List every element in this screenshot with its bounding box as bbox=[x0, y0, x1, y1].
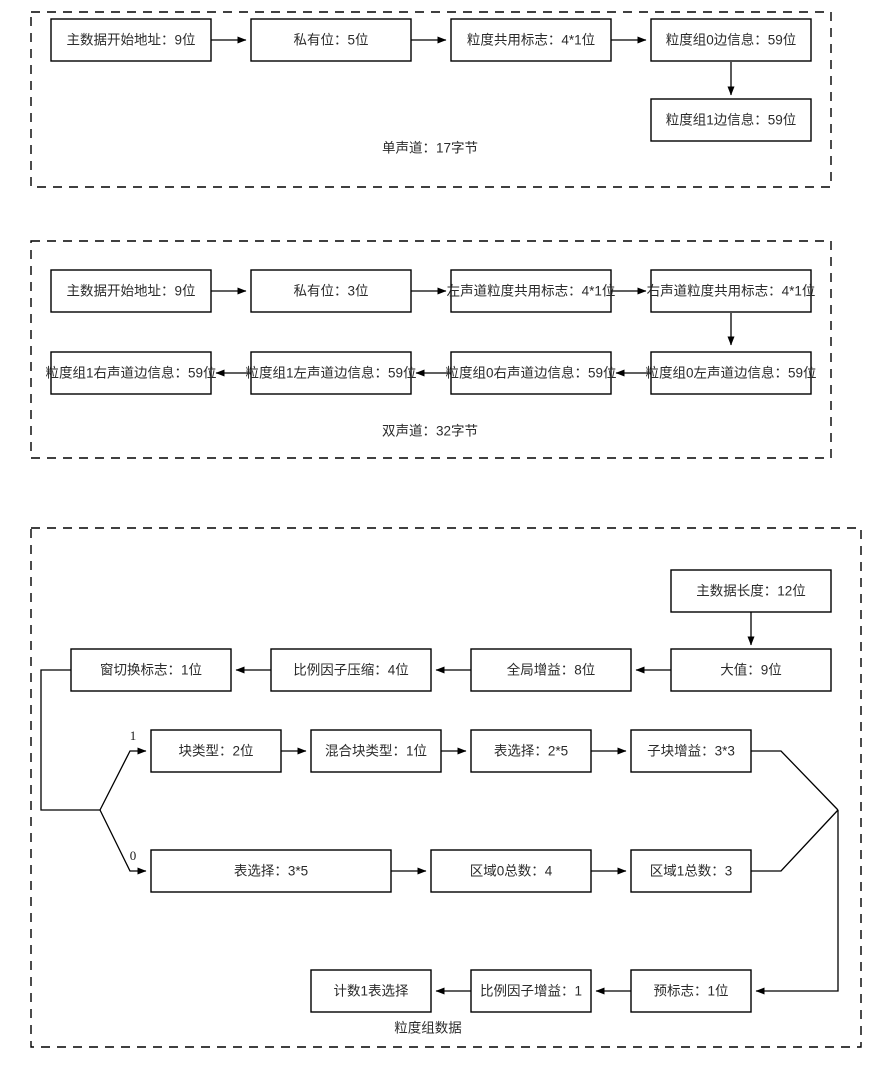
node-mono-main-addr[interactable]: 主数据开始地址：9位 bbox=[50, 18, 212, 62]
node-granule-bigvalue-label: 大值：9位 bbox=[720, 663, 782, 678]
node-granule-count1-table-label: 计数1表选择 bbox=[333, 984, 409, 999]
section-mono-border bbox=[30, 11, 832, 188]
node-granule-global-gain[interactable]: 全局增益：8位 bbox=[470, 648, 632, 692]
node-granule-subblock-gain-label: 子块增益：3*3 bbox=[647, 744, 735, 759]
node-granule-region0-count[interactable]: 区域0总数：4 bbox=[430, 849, 592, 893]
node-stereo-gr1-right[interactable]: 粒度组1右声道边信息：59位 bbox=[45, 351, 217, 395]
edge-windowswitch-to-branchpoint bbox=[40, 669, 100, 811]
edge-subblockgain-to-merge bbox=[751, 750, 839, 811]
node-stereo-scfsi-right[interactable]: 右声道粒度共用标志：4*1位 bbox=[647, 269, 816, 313]
node-granule-preflag-label: 预标志：1位 bbox=[653, 984, 728, 999]
branch-label-upper: 1 bbox=[130, 728, 137, 743]
node-stereo-gr0-left[interactable]: 粒度组0左声道边信息：59位 bbox=[645, 351, 817, 395]
node-granule-main-length[interactable]: 主数据长度：12位 bbox=[670, 569, 832, 613]
node-stereo-gr0-left-label: 粒度组0左声道边信息：59位 bbox=[645, 365, 816, 381]
node-granule-preflag[interactable]: 预标志：1位 bbox=[630, 969, 752, 1013]
node-stereo-gr1-left[interactable]: 粒度组1左声道边信息：59位 bbox=[245, 351, 417, 395]
node-stereo-gr1-left-label: 粒度组1左声道边信息：59位 bbox=[245, 365, 416, 381]
node-mono-granule0[interactable]: 粒度组0边信息：59位 bbox=[650, 18, 812, 62]
node-stereo-main-addr-label: 主数据开始地址：9位 bbox=[66, 284, 195, 299]
section-granule-caption: 粒度组数据 bbox=[394, 1021, 462, 1036]
node-stereo-gr0-right-label: 粒度组0右声道边信息：59位 bbox=[445, 365, 616, 381]
node-granule-subblock-gain[interactable]: 子块增益：3*3 bbox=[630, 729, 752, 773]
node-granule-region1-count-label: 区域1总数：3 bbox=[650, 864, 733, 879]
node-mono-private-label: 私有位：5位 bbox=[293, 33, 368, 48]
node-stereo-private[interactable]: 私有位：3位 bbox=[250, 269, 412, 313]
node-stereo-scfsi-left[interactable]: 左声道粒度共用标志：4*1位 bbox=[447, 269, 616, 313]
node-granule-region0-count-label: 区域0总数：4 bbox=[470, 864, 553, 879]
node-mono-granule1-label: 粒度组1边信息：59位 bbox=[666, 112, 797, 128]
node-mono-main-addr-label: 主数据开始地址：9位 bbox=[66, 33, 195, 48]
node-mono-granule1[interactable]: 粒度组1边信息：59位 bbox=[650, 98, 812, 142]
node-stereo-scfsi-right-label: 右声道粒度共用标志：4*1位 bbox=[647, 284, 816, 299]
node-granule-table-select-3x5[interactable]: 表选择：3*5 bbox=[150, 849, 392, 893]
branch-label-lower: 0 bbox=[130, 848, 137, 863]
section-mono: 主数据开始地址：9位 私有位：5位 粒度共用标志：4*1位 粒度组0边信息：59… bbox=[30, 11, 832, 188]
node-granule-scalefac-scale[interactable]: 比例因子增益：1 bbox=[470, 969, 592, 1013]
node-granule-main-length-label: 主数据长度：12位 bbox=[696, 584, 806, 599]
node-granule-window-switch[interactable]: 窗切换标志：1位 bbox=[70, 648, 232, 692]
node-granule-table-select-2x5-label: 表选择：2*5 bbox=[494, 744, 568, 759]
node-granule-scalefac-scale-label: 比例因子增益：1 bbox=[480, 984, 582, 999]
section-granule: 1 0 主数据长度：12位 大值：9位 全局增益：8位 比 bbox=[30, 527, 862, 1048]
edge-branch-lower bbox=[99, 809, 147, 875]
edge-merge-to-preflag bbox=[755, 810, 839, 995]
node-stereo-gr1-right-label: 粒度组1右声道边信息：59位 bbox=[45, 365, 216, 381]
node-granule-block-type[interactable]: 块类型：2位 bbox=[150, 729, 282, 773]
node-granule-bigvalue[interactable]: 大值：9位 bbox=[670, 648, 832, 692]
node-stereo-main-addr[interactable]: 主数据开始地址：9位 bbox=[50, 269, 212, 313]
node-granule-table-select-3x5-label: 表选择：3*5 bbox=[234, 864, 308, 879]
edge-branch-upper bbox=[99, 747, 147, 811]
node-stereo-gr0-right[interactable]: 粒度组0右声道边信息：59位 bbox=[445, 351, 617, 395]
node-granule-block-type-label: 块类型：2位 bbox=[178, 744, 253, 759]
node-mono-scfsi[interactable]: 粒度共用标志：4*1位 bbox=[450, 18, 612, 62]
node-granule-mixed-block-label: 混合块类型：1位 bbox=[325, 744, 427, 759]
node-mono-private[interactable]: 私有位：5位 bbox=[250, 18, 412, 62]
node-granule-scalefac-compress-label: 比例因子压缩：4位 bbox=[293, 663, 409, 678]
node-granule-global-gain-label: 全局增益：8位 bbox=[507, 662, 596, 678]
node-granule-region1-count[interactable]: 区域1总数：3 bbox=[630, 849, 752, 893]
node-mono-granule0-label: 粒度组0边信息：59位 bbox=[666, 32, 797, 48]
node-stereo-scfsi-left-label: 左声道粒度共用标志：4*1位 bbox=[447, 284, 616, 299]
section-mono-caption: 单声道：17字节 bbox=[382, 141, 478, 156]
node-granule-mixed-block[interactable]: 混合块类型：1位 bbox=[310, 729, 442, 773]
node-granule-window-switch-label: 窗切换标志：1位 bbox=[100, 662, 202, 678]
edge-region1-to-merge bbox=[751, 809, 839, 872]
node-mono-scfsi-label: 粒度共用标志：4*1位 bbox=[467, 33, 595, 48]
section-stereo: 主数据开始地址：9位 私有位：3位 左声道粒度共用标志：4*1位 右声道粒度共用… bbox=[30, 240, 832, 459]
node-granule-scalefac-compress[interactable]: 比例因子压缩：4位 bbox=[270, 648, 432, 692]
node-granule-table-select-2x5[interactable]: 表选择：2*5 bbox=[470, 729, 592, 773]
section-granule-border bbox=[30, 527, 862, 1048]
node-stereo-private-label: 私有位：3位 bbox=[293, 284, 368, 299]
section-stereo-border bbox=[30, 240, 832, 459]
section-stereo-caption: 双声道：32字节 bbox=[382, 424, 478, 439]
node-granule-count1-table[interactable]: 计数1表选择 bbox=[310, 969, 432, 1013]
